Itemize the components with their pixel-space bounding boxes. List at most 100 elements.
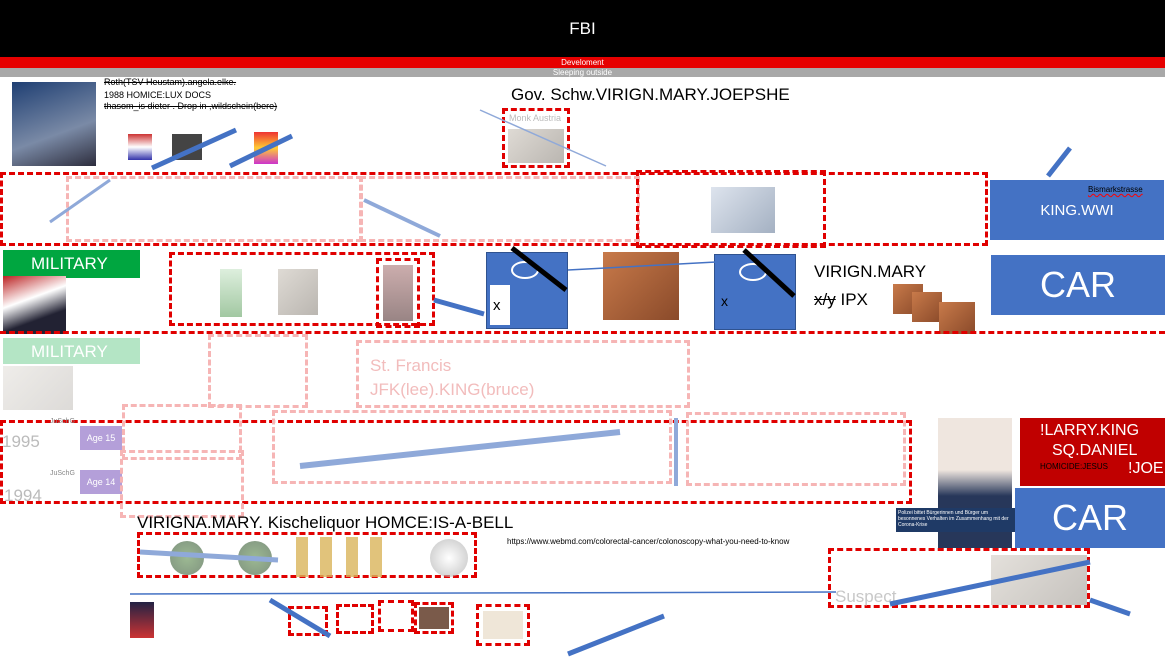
small-frame-1 <box>288 606 328 636</box>
connector-line <box>433 297 485 317</box>
age-14-badge: Age 14 <box>80 470 122 494</box>
beer-bottle-3 <box>346 537 358 577</box>
beer-logo-1 <box>170 541 204 575</box>
red-line-2: SQ.DANIEL <box>1052 442 1138 459</box>
card-right-x: x <box>721 293 728 309</box>
bottom-title-text: VIRIGNA.MARY. Kischeliquor HOMCE:IS-A-BE… <box>137 513 514 532</box>
car-label-top: CAR <box>1039 264 1116 305</box>
beer-bottle-2 <box>320 537 332 577</box>
movie-poster <box>130 602 154 638</box>
note-line-1: Roth(TSV Heustam).angela.elke. <box>104 77 237 87</box>
beer-logo-3 <box>430 539 468 577</box>
bottom-title: VIRIGNA.MARY. Kischeliquor HOMCE:IS-A-BE… <box>137 513 513 533</box>
beer-bottle-1 <box>296 537 308 577</box>
military-items-frame <box>169 252 435 326</box>
car-box-top: CAR <box>991 255 1165 315</box>
military-label: MILITARY <box>3 250 140 278</box>
portrait-photo <box>12 82 96 166</box>
connector-line <box>510 246 568 292</box>
small-frame-5 <box>476 604 530 646</box>
item-photo <box>278 269 318 315</box>
url-link[interactable]: https://www.webmd.com/colorectal-cancer/… <box>507 537 790 546</box>
faint-frame-a <box>122 404 242 460</box>
military-label-faint: MILITARY <box>3 338 140 364</box>
street-label: Bismarkstrasse <box>1088 185 1143 194</box>
connector-line <box>479 109 607 167</box>
page-title: FBI <box>569 18 596 38</box>
doc-thumb-2 <box>912 292 942 322</box>
card-left: x <box>486 252 568 329</box>
connector-line <box>742 248 796 298</box>
king-wwi-label: KING.WWI <box>1040 201 1114 219</box>
beer-row-frame <box>137 532 477 578</box>
connector-line <box>363 198 441 238</box>
small-photo-5 <box>483 611 523 639</box>
figure-photo <box>711 187 775 233</box>
connector-line <box>139 549 279 563</box>
gray-strip: Sleeping outside <box>0 68 1165 77</box>
faint-frame-b <box>120 450 244 518</box>
red-strip: Develoment <box>0 57 1165 68</box>
connector-line <box>49 178 111 224</box>
building-photo-faint <box>3 366 73 410</box>
connector-line <box>299 429 621 469</box>
gin-bottle-photo <box>220 269 242 317</box>
connector-line <box>150 127 238 171</box>
faint-frame-d <box>686 412 906 486</box>
faint-line-1: St. Francis <box>370 356 452 375</box>
connector-line <box>889 559 1091 607</box>
red-line-3: HOMICIDE:JESUS <box>1040 462 1109 471</box>
connector-line <box>228 133 294 169</box>
juschg-a: JuSchG <box>50 418 75 425</box>
connector-line <box>268 597 332 639</box>
police-caption: Polizei bittet Bürgerinnen und Bürger um… <box>896 508 1016 532</box>
military-portrait <box>3 276 66 334</box>
red-line-1: !LARRY.KING <box>1040 422 1140 439</box>
virign-mary-label: VIRIGN.MARY <box>814 262 927 281</box>
note-line-2: 1988 HOMICE:LUX DOCS <box>104 90 212 100</box>
note-line-3: thasom_is dieter . Drop in ,wildschein(b… <box>104 101 278 111</box>
red-info-box: !LARRY.KING SQ.DANIEL HOMICIDE:JESUS !JO… <box>1020 418 1165 486</box>
car-box-bottom: CAR <box>1015 488 1165 548</box>
bottle-row-frame <box>0 172 988 246</box>
small-frame-4 <box>414 602 454 634</box>
ipx-label: IPX <box>840 290 868 309</box>
title-bar: FBI <box>0 0 1165 57</box>
xy-struck: x/y <box>814 290 836 309</box>
small-photo-4 <box>419 607 449 629</box>
flag-thumbnail <box>128 134 152 160</box>
years-row-frame <box>0 420 912 504</box>
connector-line <box>1089 597 1131 617</box>
faint-frame-c <box>272 410 672 484</box>
row-separator <box>0 331 1165 339</box>
top-center-title: Gov. Schw.VIRIGN.MARY.JOEPSHE <box>511 85 790 104</box>
juschg-b: JuSchG <box>50 470 75 477</box>
faint-text-frame <box>356 340 690 408</box>
suspect-label: Suspect. <box>835 587 902 606</box>
book-frame <box>376 258 420 328</box>
doc-thumb-3 <box>939 302 975 334</box>
connector-line <box>567 261 717 271</box>
year-1995: 1995 <box>2 432 40 451</box>
book-photo <box>383 265 413 321</box>
red-line-4: !JOE <box>1128 460 1164 477</box>
faint-bottle-frame <box>208 334 308 408</box>
connector-line <box>1046 146 1072 178</box>
card-right: x <box>714 254 796 330</box>
age-15-badge: Age 15 <box>80 426 122 450</box>
small-frame-2 <box>336 604 374 634</box>
card-left-x: x <box>493 297 501 314</box>
faint-line-2: JFK(lee).KING(bruce) <box>370 380 535 399</box>
card-left-slot <box>490 285 510 325</box>
year-1994: 1994 <box>4 486 42 505</box>
connector-line <box>129 591 837 595</box>
ipx-line: x/y IPX <box>814 290 868 310</box>
connector-line <box>567 613 665 657</box>
car-label-bottom: CAR <box>1051 497 1128 538</box>
figure-frame <box>636 170 826 248</box>
beer-bottle-4 <box>370 537 382 577</box>
small-frame-3 <box>378 600 414 632</box>
king-wwi-box: KING.WWI <box>990 180 1164 240</box>
monk-label: Monk Austria <box>509 113 562 123</box>
